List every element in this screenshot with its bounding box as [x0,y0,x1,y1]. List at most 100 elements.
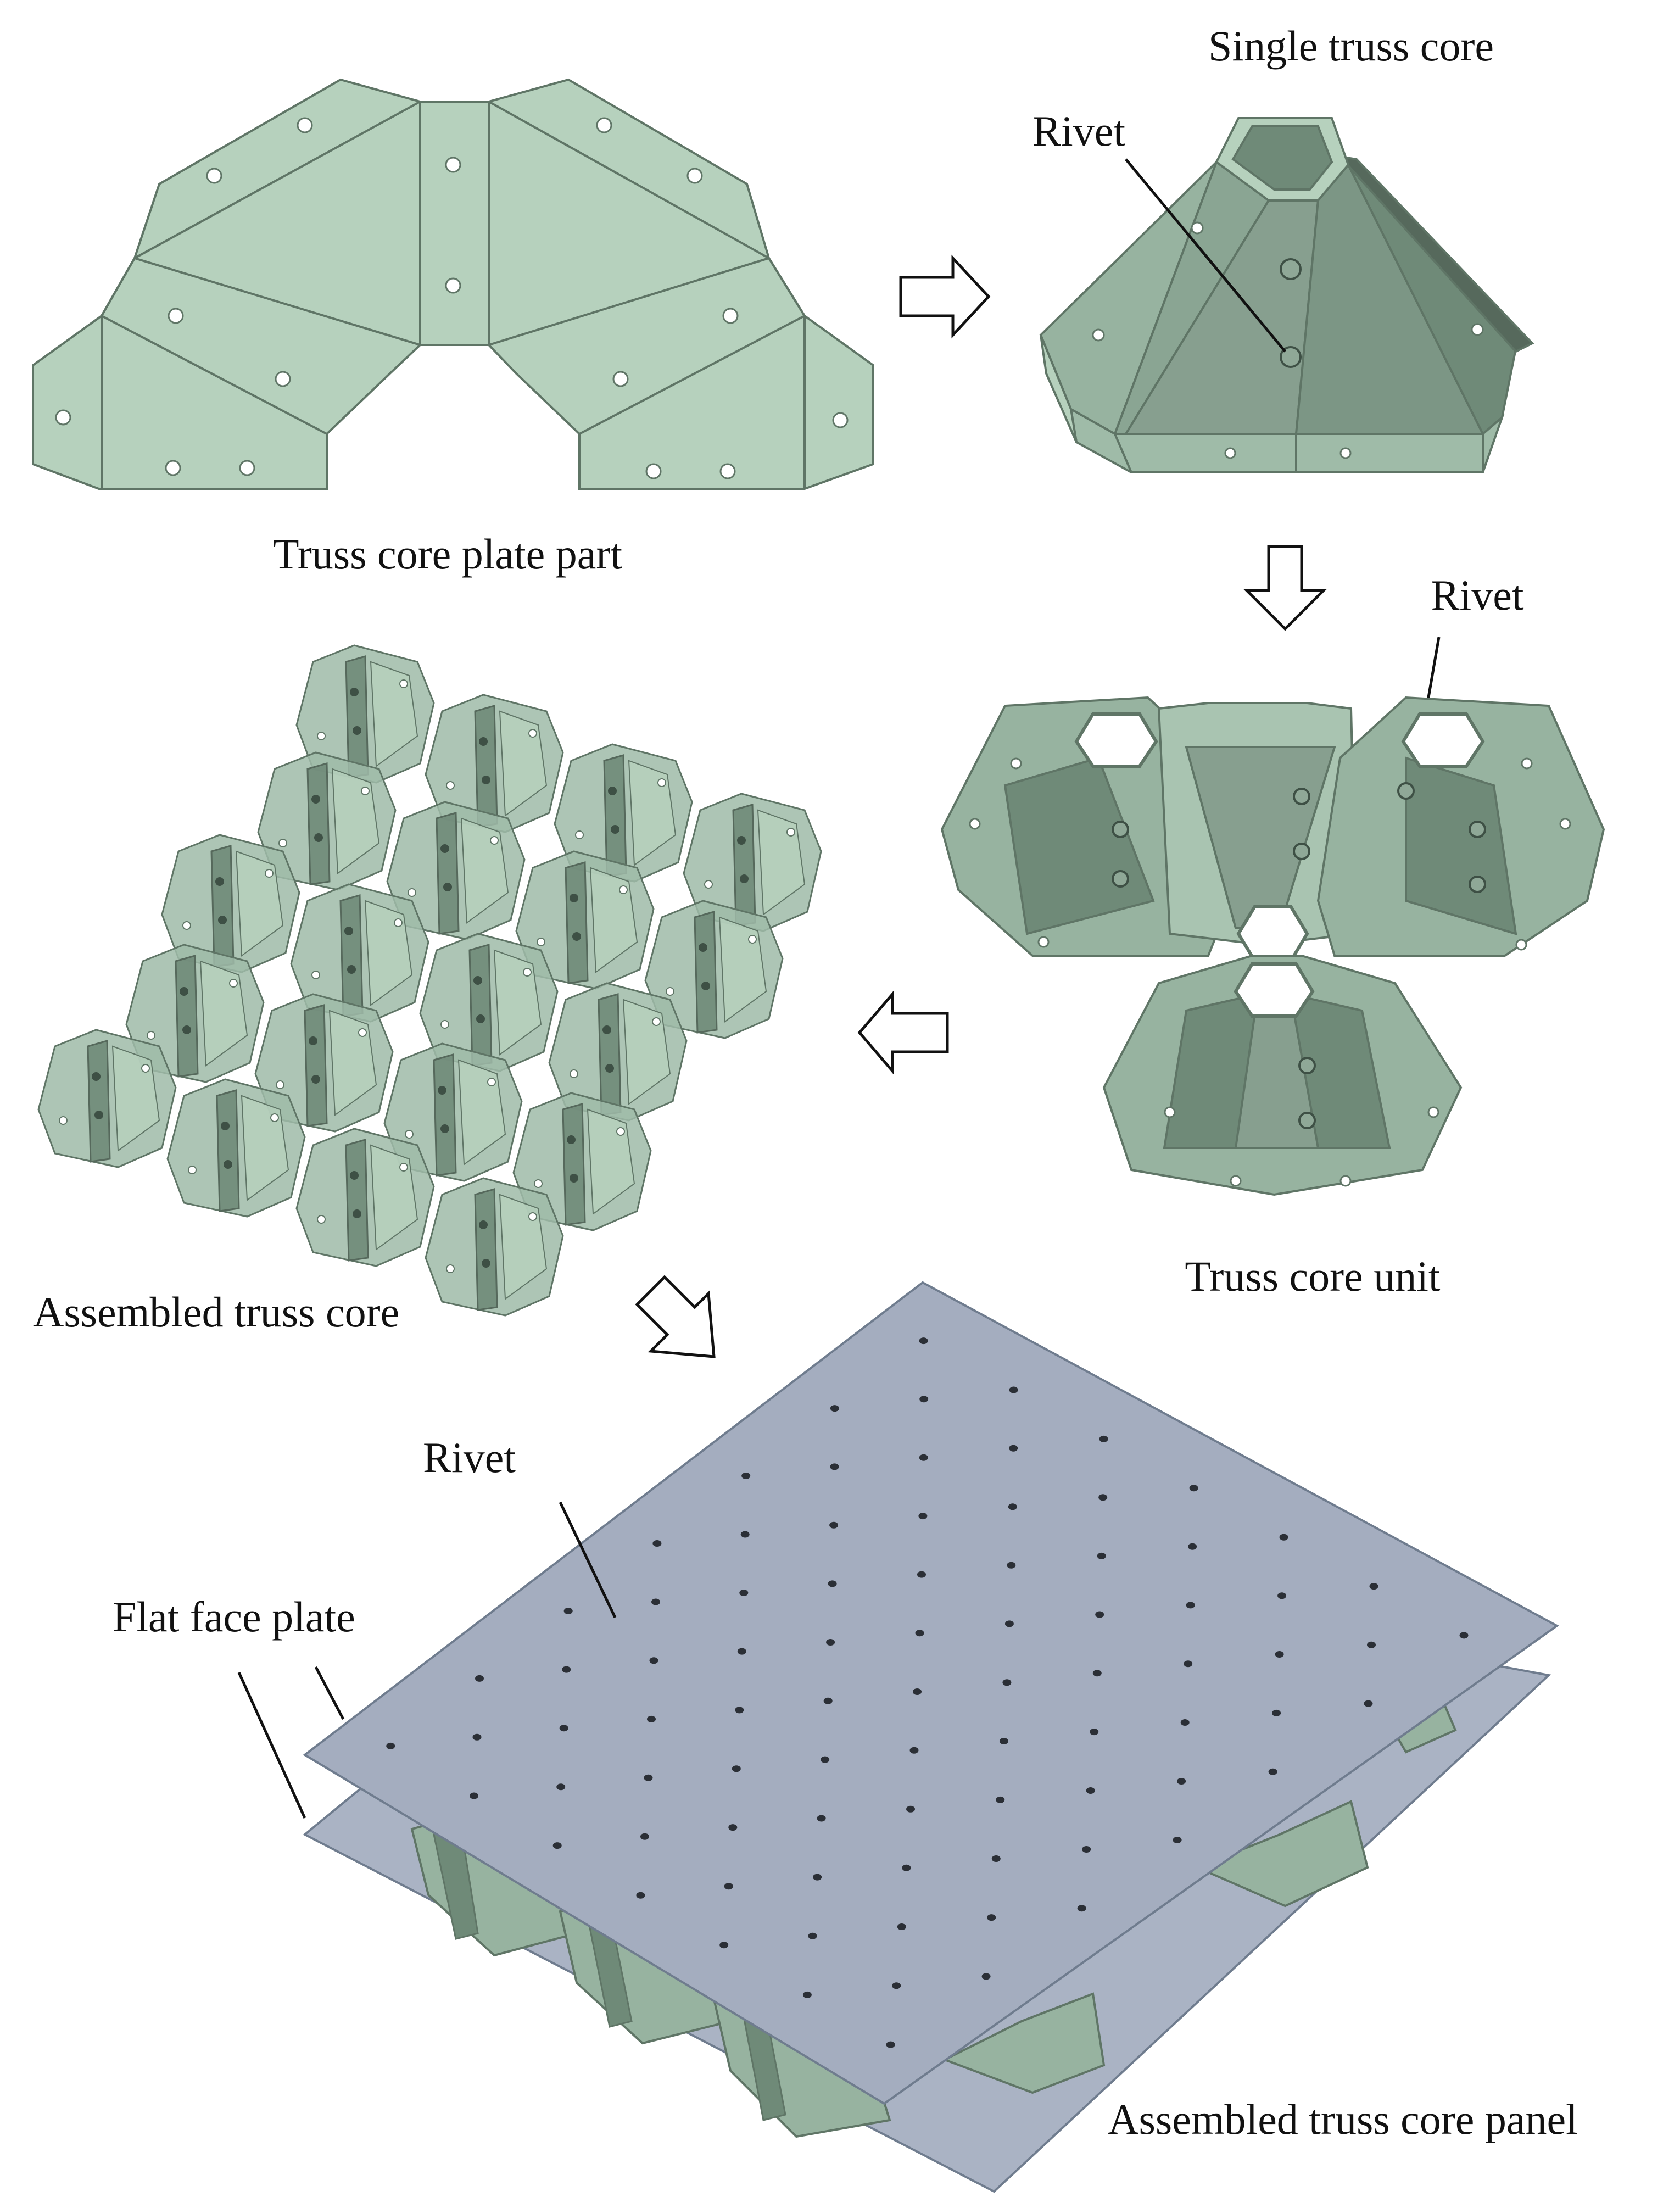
rivet-hole [1002,1679,1012,1686]
rivet-hole [999,1738,1008,1744]
rivet-hole [917,1571,926,1578]
rivet-hole [915,1630,924,1637]
diagonal-arrow-icon [635,1275,716,1358]
rivet-hole [802,1991,812,1998]
rivet-hole [1177,1778,1186,1785]
rivet-hole [987,1914,996,1921]
single-truss-core-label: Single truss core [1208,22,1494,70]
rivet-hole [1180,1719,1190,1726]
rivet-hole [909,1747,919,1754]
truss-core-plate-part-figure [32,78,874,490]
rivet-hole [1099,1435,1108,1442]
rivet-hole [897,1923,906,1930]
flat-face-plate-leader-upper [314,1666,345,1720]
rivet-hole [1007,1562,1016,1569]
rivet-hole [996,1796,1005,1803]
rivet-hole [919,1454,928,1461]
rivet-hole [732,1765,741,1772]
rivet-hole [386,1742,395,1749]
rivet-hole [1268,1768,1277,1775]
rivet-hole [1369,1583,1378,1590]
rivet-hole [1009,1445,1018,1452]
rivet-hole [1367,1641,1376,1648]
panel-rivet-leader [559,1501,617,1619]
rivet-hole [1098,1494,1108,1501]
truss-core-unit-label: Truss core unit [1185,1252,1440,1300]
flat-face-plate-label: Flat face plate [113,1593,355,1641]
single-truss-core-rivet-label: Rivet [1032,107,1125,155]
assembled-truss-core-figure [37,644,822,1317]
rivet-hole [724,1883,733,1890]
rivet-hole [1092,1670,1102,1677]
panel-rivet-label: Rivet [423,1434,516,1481]
rivet-hole [1275,1651,1284,1658]
rivet-hole [830,1405,839,1412]
rivet-hole [817,1815,826,1822]
assembled-truss-core-label: Assembled truss core [33,1288,399,1336]
rivet-hole [1009,1386,1018,1393]
rivet-hole [808,1932,817,1939]
single-truss-core-figure [1039,117,1534,473]
rivet-hole [562,1666,571,1673]
rivet-hole [651,1598,660,1605]
rivet-hole [828,1580,837,1587]
rivet-hole [913,1688,922,1695]
rivet-hole [739,1590,749,1596]
truss-core-unit-figure [940,696,1605,1196]
rivet-hole [1459,1632,1469,1639]
upper-face-plate [303,1281,1559,2105]
rivet-hole [830,1463,839,1470]
rivet-hole [886,2041,895,2048]
rivet-hole [918,1513,928,1520]
rivet-hole [919,1337,928,1345]
rivet-hole [475,1675,484,1682]
rivet-hole [552,1842,562,1849]
rivet-hole [1097,1552,1106,1559]
rivet-hole [1082,1846,1091,1853]
rivet-hole [1004,1620,1014,1627]
rivet-hole [563,1608,573,1614]
rivet-hole [829,1521,839,1529]
rivet-hole [644,1774,653,1781]
rivet-hole [737,1648,746,1655]
rivet-hole [1184,1660,1193,1668]
rivet-hole [1086,1787,1095,1794]
right-arrow-icon [899,254,991,339]
rivet-hole [719,1942,729,1949]
rivet-hole [906,1805,915,1813]
rivet-hole [1279,1534,1288,1541]
rivet-hole [636,1892,645,1899]
rivet-hole [556,1783,566,1791]
rivet-hole [647,1715,656,1722]
rivet-hole [652,1540,662,1547]
rivet-hole [902,1864,911,1871]
rivet-hole-grid [386,1337,1469,2048]
rivet-hole [1186,1602,1195,1609]
rivet-hole [649,1657,658,1664]
rivet-hole [735,1707,744,1714]
single-truss-core-rivet-leader [1125,158,1286,353]
rivet-hole [1090,1729,1099,1736]
rivet-hole [1188,1543,1197,1550]
rivet-hole [1008,1503,1017,1510]
rivet-hole [1277,1592,1287,1599]
rivet-hole [813,1874,822,1881]
rivet-hole [1173,1837,1182,1843]
rivet-hole [1189,1485,1198,1492]
rivet-hole [728,1824,738,1831]
rivet-hole [892,1982,901,1989]
rivet-hole [559,1725,568,1732]
truss-core-plate-part-label: Truss core plate part [273,530,622,578]
flat-face-plate-leader-lower [237,1671,306,1819]
rivet-hole [991,1855,1001,1862]
rivet-hole [472,1733,482,1741]
rivet-hole [1095,1611,1104,1618]
down-arrow-icon [1243,545,1327,631]
rivet-hole [740,1531,750,1538]
rivet-hole [826,1639,835,1646]
rivet-hole [981,1973,991,1980]
rivet-hole [823,1697,833,1704]
rivet-hole [1077,1905,1086,1912]
truss-core-unit-rivet-label: Rivet [1431,571,1524,619]
